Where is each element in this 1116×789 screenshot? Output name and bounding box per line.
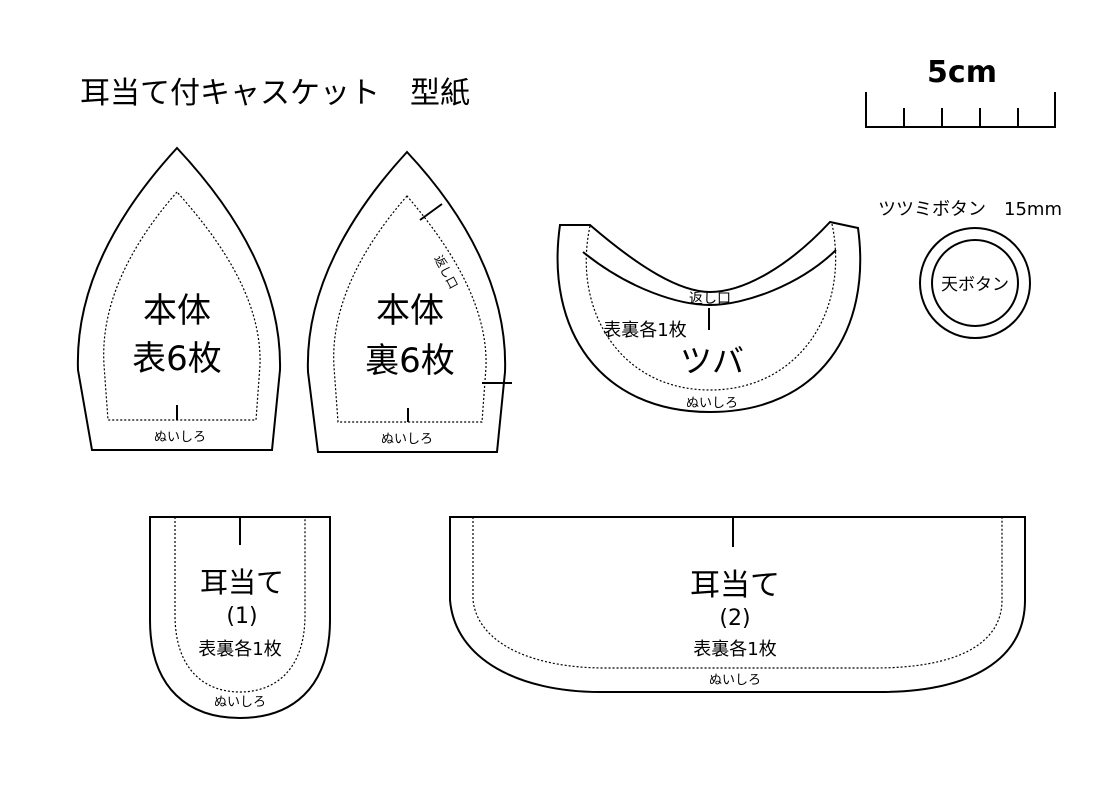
seam-allowance-label: ぬいしろ [686,396,738,411]
button-label: 天ボタン [941,275,1009,295]
opening-label: 返し口 [689,291,731,307]
piece-name: ツバ [680,342,744,380]
seam-allowance-label: ぬいしろ [381,432,433,447]
piece-brim: 返し口 表裏各1枚 ツバ ぬいしろ [556,220,862,414]
seam-allowance-label: ぬいしろ [154,430,206,445]
button-heading: ツツミボタン 15mm [878,199,1062,220]
seam-allowance-label: ぬいしろ [214,695,266,710]
piece-number: (2) [719,606,750,631]
scale-label: 5cm [927,55,997,90]
piece-body-front: 本体 表6枚 ぬいしろ [76,146,282,451]
piece-count: 裏6枚 [365,341,455,381]
piece-name: 本体 [376,291,444,331]
piece-name: 耳当て [200,566,284,599]
opening-label: 返し口 [431,253,460,291]
piece-body-back: 返し口 本体 裏6枚 ぬいしろ [306,150,512,453]
page-title: 耳当て付キャスケット 型紙 [80,76,470,111]
piece-name: 本体 [143,291,211,331]
piece-name: 耳当て [690,568,780,603]
piece-count: 表裏各1枚 [603,320,686,341]
piece-button: ツツミボタン 15mm 天ボタン [878,199,1062,339]
seam-allowance-label: ぬいしろ [709,673,761,688]
piece-number: (1) [226,604,257,629]
piece-count: 表6枚 [132,339,222,379]
scale-bar: 5cm [865,55,1056,128]
piece-count: 表裏各1枚 [198,639,281,660]
piece-ear-2: 耳当て (2) 表裏各1枚 ぬいしろ [449,516,1026,693]
piece-ear-1: 耳当て (1) 表裏各1枚 ぬいしろ [149,516,331,720]
piece-count: 表裏各1枚 [693,639,776,660]
